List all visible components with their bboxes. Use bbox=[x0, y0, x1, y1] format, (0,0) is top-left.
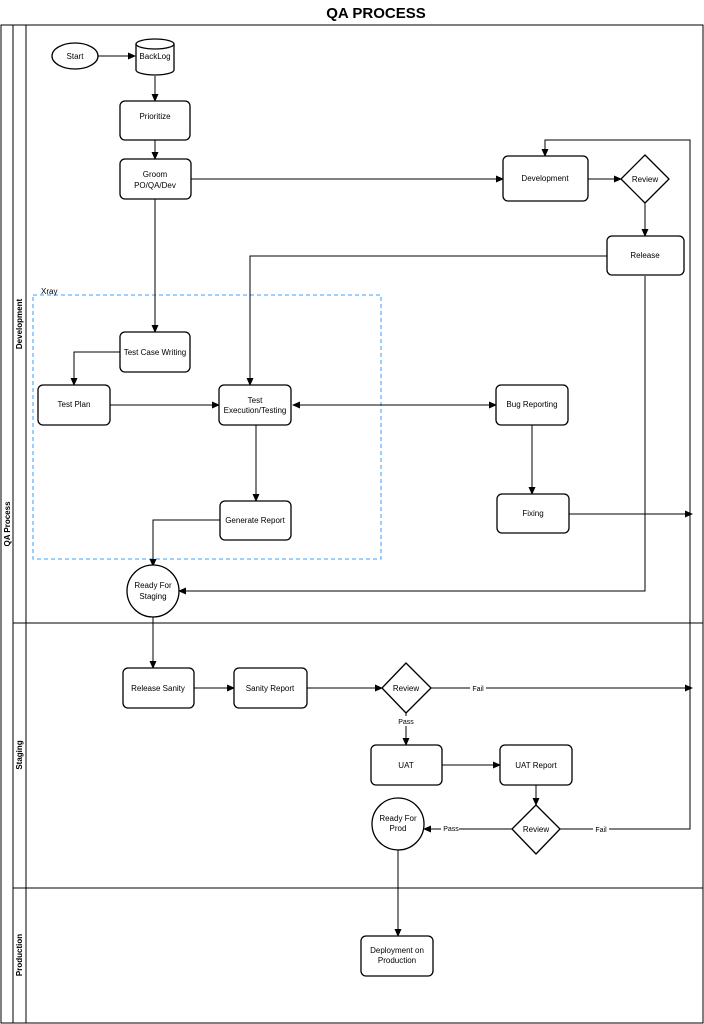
ready-staging-label-line1: Ready For bbox=[134, 581, 172, 590]
sanity-report-label: Sanity Report bbox=[246, 684, 295, 693]
release-sanity-label: Release Sanity bbox=[131, 684, 185, 693]
uat-node bbox=[370, 744, 443, 786]
edge-label-pass-staging: Pass bbox=[398, 719, 414, 726]
ready-prod-label-line2: Prod bbox=[390, 824, 407, 833]
test-plan-node bbox=[37, 384, 111, 426]
test-case-writing-node bbox=[119, 331, 191, 373]
development-node bbox=[502, 155, 589, 202]
review-staging-label: Review bbox=[393, 684, 419, 693]
review-diamond-dev bbox=[620, 154, 670, 204]
edge-label-fail-uat: Fail bbox=[595, 827, 607, 834]
start-node bbox=[51, 42, 99, 70]
swimlane-pool bbox=[0, 24, 704, 1024]
bug-reporting-node bbox=[495, 384, 569, 426]
uat-report-label: UAT Report bbox=[515, 761, 557, 770]
edges bbox=[70, 52, 693, 937]
review-dev-label: Review bbox=[632, 175, 658, 184]
ready-for-prod-node bbox=[371, 797, 425, 851]
bug-reporting-label: Bug Reporting bbox=[506, 400, 557, 409]
test-case-writing-label: Test Case Writing bbox=[124, 348, 187, 357]
start-label: Start bbox=[67, 52, 85, 61]
review-diamond-staging bbox=[381, 662, 432, 714]
diagram-title: QA PROCESS bbox=[326, 5, 425, 22]
pool-label: QA Process bbox=[3, 501, 12, 547]
deployment-node bbox=[360, 935, 434, 977]
ready-staging-label-line2: Staging bbox=[139, 592, 166, 601]
release-sanity-node bbox=[122, 667, 195, 709]
sanity-report-node bbox=[233, 667, 308, 709]
prioritize-label: Prioritize bbox=[139, 112, 171, 121]
lane-label-development: Development bbox=[15, 299, 24, 350]
test-exec-label-line2: Execution/Testing bbox=[224, 406, 287, 415]
groom-label-line1: Groom bbox=[143, 170, 168, 179]
xray-group-label: Xray bbox=[41, 287, 57, 296]
edge-label-fail-staging: Fail bbox=[472, 686, 484, 693]
edge-release-testexec bbox=[246, 255, 607, 386]
fixing-label: Fixing bbox=[522, 509, 543, 518]
generate-report-label: Generate Report bbox=[225, 516, 285, 525]
test-plan-label: Test Plan bbox=[58, 400, 91, 409]
edge-testcase-testplan bbox=[70, 351, 120, 386]
prioritize-node bbox=[119, 100, 191, 141]
nodes bbox=[37, 38, 685, 977]
release-label: Release bbox=[630, 251, 660, 260]
deployment-label-line1: Deployment on bbox=[370, 946, 424, 955]
lane-label-production: Production bbox=[15, 934, 24, 976]
xray-group-box bbox=[32, 294, 382, 560]
development-label: Development bbox=[521, 174, 569, 183]
edge-loop-development bbox=[541, 139, 691, 688]
test-execution-node bbox=[218, 384, 292, 426]
groom-label-line2: PO/QA/Dev bbox=[134, 181, 176, 190]
groom-node bbox=[119, 158, 192, 200]
uat-report-node bbox=[499, 744, 573, 786]
backlog-node bbox=[135, 38, 175, 76]
edge-label-pass-uat: Pass bbox=[443, 826, 459, 833]
ready-prod-label-line1: Ready For bbox=[379, 814, 417, 823]
edge-review-fail-up bbox=[560, 688, 691, 830]
ready-for-staging-node bbox=[126, 564, 180, 618]
fixing-node bbox=[496, 493, 570, 534]
release-node bbox=[606, 235, 685, 276]
deployment-label-line2: Production bbox=[378, 956, 416, 965]
edge-release-readystaging bbox=[178, 276, 646, 595]
uat-label: UAT bbox=[398, 761, 414, 770]
review-diamond-uat bbox=[511, 804, 561, 855]
backlog-label: BackLog bbox=[139, 52, 170, 61]
lane-label-staging: Staging bbox=[15, 740, 24, 769]
test-exec-label-line1: Test bbox=[248, 396, 263, 405]
edge-generatereport-readystaging bbox=[149, 519, 220, 567]
generate-report-node bbox=[219, 500, 292, 541]
review-uat-label: Review bbox=[523, 825, 549, 834]
